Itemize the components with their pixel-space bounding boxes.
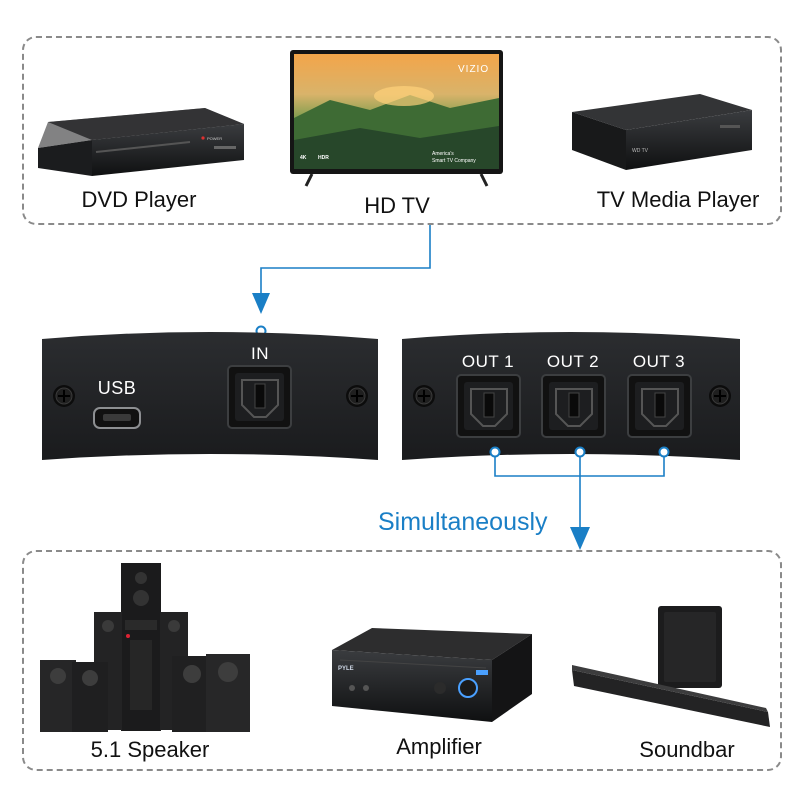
hd-tv-image: VIZIO 4K HDR America's Smart TV Company [290,50,503,187]
tv-badge-hdr: HDR [318,155,329,161]
optical-output-port-3-icon [627,374,692,438]
input-panel [42,332,378,460]
amplifier-label: Amplifier [396,734,482,759]
amplifier-brand: PYLE [338,666,354,672]
optical-input-port-icon [227,365,292,429]
tv-media-player-label: TV Media Player [596,187,760,212]
tv-brand: VIZIO [458,64,489,75]
dvd-power-text: POWER [207,136,222,141]
media-player-brand: WD TV [632,148,649,154]
tv-badge-4k: 4K [300,155,307,161]
hd-tv-label: HD TV [364,193,430,218]
screw-icon [346,385,368,407]
output-port-dot [574,446,586,458]
output-port-1-label: OUT 1 [461,352,515,371]
dvd-player-image: POWER [38,108,244,176]
dvd-player-label: DVD Player [81,187,197,212]
usb-port-icon [93,407,141,429]
usb-port-label: USB [97,378,137,398]
screw-icon [709,385,731,407]
soundbar-image [572,606,770,727]
tv-tagline-2: Smart TV Company [432,158,476,164]
tv-tagline-1: America's [432,151,454,157]
output-port-2-label: OUT 2 [546,352,600,371]
output-arrow-icon [570,527,590,550]
speaker-system-image [40,563,250,732]
amplifier-image: PYLE [332,628,532,722]
simultaneously-label: Simultaneously [378,508,548,536]
input-port-label: IN [251,344,269,363]
optical-output-port-1-icon [456,374,521,438]
output-port-dot [489,446,501,458]
dvd-power-led [201,136,205,140]
output-connection-lines [489,446,670,550]
output-port-dot [658,446,670,458]
screw-icon [413,385,435,407]
source-devices-frame [22,36,782,225]
input-connection-line [252,225,431,337]
screw-icon [53,385,75,407]
soundbar-label: Soundbar [639,737,735,762]
output-panel [402,332,740,460]
input-arrow-icon [252,293,270,314]
tv-media-player-image: WD TV [572,94,752,170]
output-devices-frame [22,550,782,771]
speaker-label: 5.1 Speaker [90,737,210,762]
output-port-3-label: OUT 3 [632,352,686,371]
optical-output-port-2-icon [541,374,606,438]
